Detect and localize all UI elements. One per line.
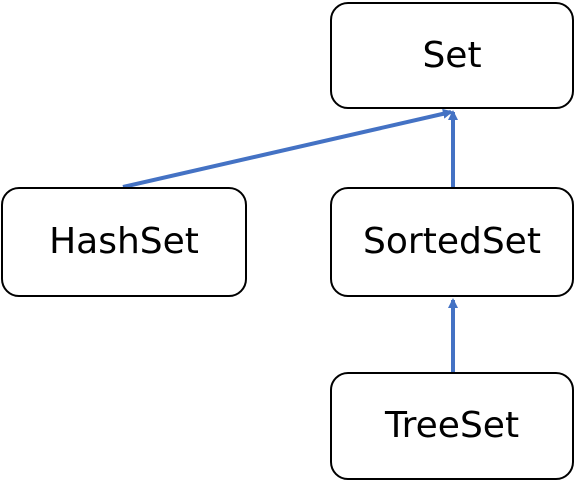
node-hashset: HashSet (1, 187, 247, 297)
node-set: Set (330, 2, 574, 109)
node-sortedset: SortedSet (330, 187, 574, 297)
edge-hashset-to-set (122, 108, 453, 189)
node-treeset-label: TreeSet (384, 405, 520, 446)
node-treeset: TreeSet (330, 372, 574, 480)
node-sortedset-label: SortedSet (363, 221, 541, 262)
node-set-label: Set (422, 34, 482, 76)
node-hashset-label: HashSet (49, 221, 199, 262)
